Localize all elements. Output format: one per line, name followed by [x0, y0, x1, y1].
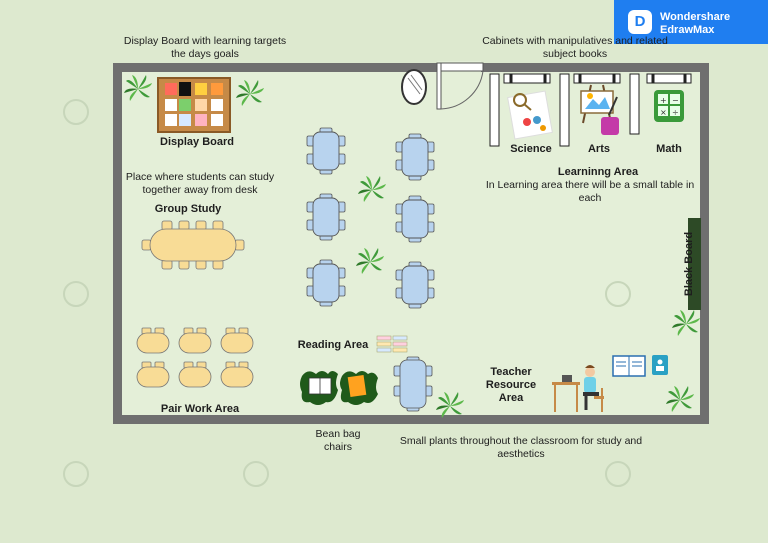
learning-area-label: Learninng Area [557, 166, 639, 178]
plants-note: Small plants throughout the classroom fo… [399, 435, 643, 460]
watermark-icon [605, 461, 631, 487]
plant-icon [236, 80, 264, 106]
bean-bag-chairs [300, 371, 378, 405]
svg-text:+: + [660, 96, 667, 105]
teacher-icon [552, 365, 604, 412]
group-study-label: Group Study [154, 203, 222, 215]
teacher-area-label: Teacher Resource Area [485, 366, 537, 404]
calculator-icon: + − × ÷ [654, 90, 684, 122]
plant-icon [356, 248, 384, 274]
book-stack-icon [376, 335, 408, 353]
cabinets [489, 73, 692, 147]
door-icon [436, 62, 484, 110]
watermark-icon [243, 461, 269, 487]
easel-icon [580, 84, 619, 135]
plant-icon [436, 392, 464, 418]
student-desks [306, 127, 435, 309]
math-label: Math [656, 143, 682, 155]
book-icon [612, 355, 668, 377]
study-note: Place where students can study together … [125, 171, 275, 196]
magnifier-icon [507, 90, 553, 140]
reading-desk [393, 356, 433, 412]
display-board-label: Display Board [160, 136, 234, 148]
black-board [688, 218, 701, 310]
watermark-icon [63, 461, 89, 487]
pair-work-tables [136, 327, 254, 388]
science-label: Science [510, 143, 552, 155]
svg-text:−: − [672, 96, 679, 105]
group-study-table [141, 220, 245, 270]
watermark-icon [63, 99, 89, 125]
plant-icon [124, 75, 152, 101]
edrawmax-logo-icon: D [628, 10, 652, 34]
cabinets-note: Cabinets with manipulatives and related … [482, 35, 668, 60]
black-board-label: Black Board [683, 231, 695, 297]
reading-area-label: Reading Area [297, 339, 369, 351]
pair-work-label: Pair Work Area [160, 403, 240, 415]
learning-area-note: In Learning area there will be a small t… [485, 179, 695, 204]
display-board [157, 77, 231, 133]
svg-text:÷: ÷ [672, 108, 679, 117]
brand-line-1: Wondershare [660, 11, 731, 23]
display-board-note: Display Board with learning targets the … [123, 35, 287, 60]
brand-line-2: EdrawMax [660, 24, 715, 36]
bean-bag-note: Bean bag chairs [315, 428, 361, 453]
watermark-icon [63, 281, 89, 307]
arts-label: Arts [587, 143, 610, 155]
clock-icon [401, 69, 427, 105]
plant-icon [666, 386, 694, 412]
svg-text:×: × [660, 108, 667, 117]
plant-icon [358, 176, 386, 202]
brand-logo: D Wondershare EdrawMax [614, 0, 768, 44]
plant-icon [672, 310, 700, 336]
